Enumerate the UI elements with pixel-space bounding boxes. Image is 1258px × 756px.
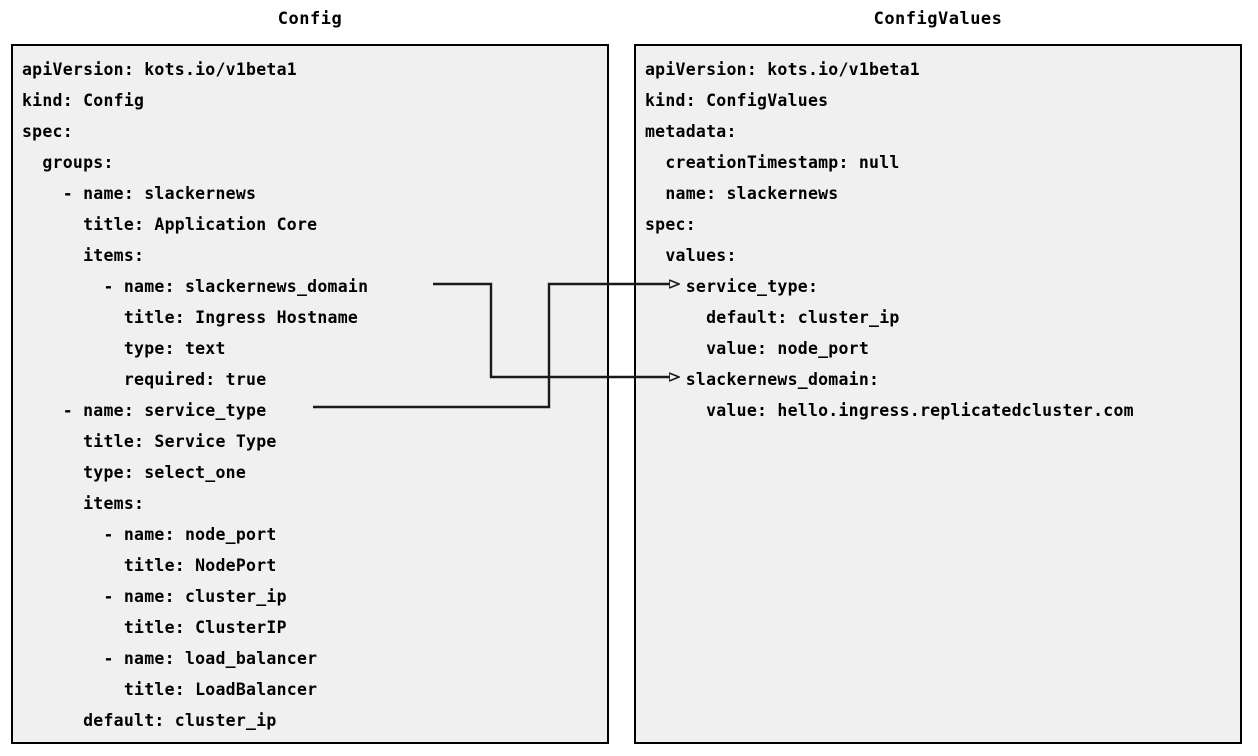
yaml-line: - name: service_type [22, 401, 267, 420]
yaml-line: title: NodePort [22, 556, 277, 575]
yaml-line: type: text [22, 339, 226, 358]
yaml-line: creationTimestamp: null [645, 153, 900, 172]
yaml-line: - name: node_port [22, 525, 277, 544]
configvalues-yaml-code: apiVersion: kots.io/v1beta1 kind: ConfigV… [645, 54, 1134, 426]
yaml-line: type: select_one [22, 463, 247, 482]
yaml-line: - name: slackernews_domain [22, 277, 369, 296]
yaml-line: groups: [22, 153, 114, 172]
config-yaml-code: apiVersion: kots.io/v1beta1 kind: Config s… [22, 54, 368, 736]
yaml-line: kind: ConfigValues [645, 91, 829, 110]
yaml-line: spec: [645, 215, 696, 234]
yaml-line: title: Application Core [22, 215, 318, 234]
yaml-line: - name: load_balancer [22, 649, 318, 668]
configvalues-yaml-panel: apiVersion: kots.io/v1beta1 kind: ConfigV… [634, 44, 1242, 744]
yaml-line: spec: [22, 122, 73, 141]
yaml-line: values: [645, 246, 737, 265]
yaml-line: title: Service Type [22, 432, 277, 451]
yaml-line: default: cluster_ip [22, 711, 277, 730]
yaml-line: service_type: [645, 277, 819, 296]
yaml-line: items: [22, 246, 145, 265]
yaml-line: title: ClusterIP [22, 618, 287, 637]
yaml-line: title: LoadBalancer [22, 680, 318, 699]
yaml-line: name: slackernews [645, 184, 839, 203]
config-panel-title: Config [277, 9, 343, 29]
yaml-line: kind: Config [22, 91, 145, 110]
yaml-line: - name: cluster_ip [22, 587, 287, 606]
yaml-line: slackernews_domain: [645, 370, 880, 389]
yaml-line: - name: slackernews [22, 184, 257, 203]
yaml-line: required: true [22, 370, 267, 389]
yaml-line: items: [22, 494, 145, 513]
yaml-line: title: Ingress Hostname [22, 308, 359, 327]
configvalues-panel-title: ConfigValues [873, 9, 1003, 29]
yaml-line: value: hello.ingress.replicatedcluster.c… [645, 401, 1134, 420]
yaml-line: apiVersion: kots.io/v1beta1 [645, 60, 920, 79]
config-yaml-panel: apiVersion: kots.io/v1beta1 kind: Config s… [11, 44, 609, 744]
yaml-line: apiVersion: kots.io/v1beta1 [22, 60, 297, 79]
yaml-line: metadata: [645, 122, 737, 141]
yaml-line: default: cluster_ip [645, 308, 900, 327]
yaml-line: value: node_port [645, 339, 870, 358]
